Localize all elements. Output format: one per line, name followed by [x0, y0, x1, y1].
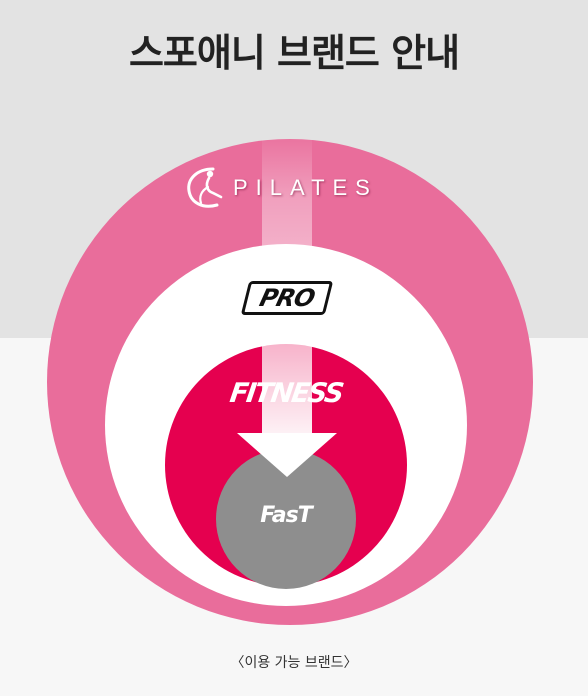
caption: 〈이용 가능 브랜드〉	[230, 655, 358, 671]
fitness-label: FITNESS	[227, 378, 345, 409]
arrow-down-icon	[237, 433, 337, 477]
pilates-emblem-icon	[187, 167, 223, 208]
pro-label: PRO	[256, 284, 318, 312]
pro-badge-frame: PRO	[240, 281, 334, 315]
pilates-label: PILATES	[233, 175, 378, 200]
fast-label: FasT	[260, 503, 312, 528]
pro-logo: PRO	[240, 281, 334, 315]
pilates-logo: PILATES	[183, 163, 378, 213]
page-title: 스포애니 브랜드 안내	[128, 31, 460, 75]
